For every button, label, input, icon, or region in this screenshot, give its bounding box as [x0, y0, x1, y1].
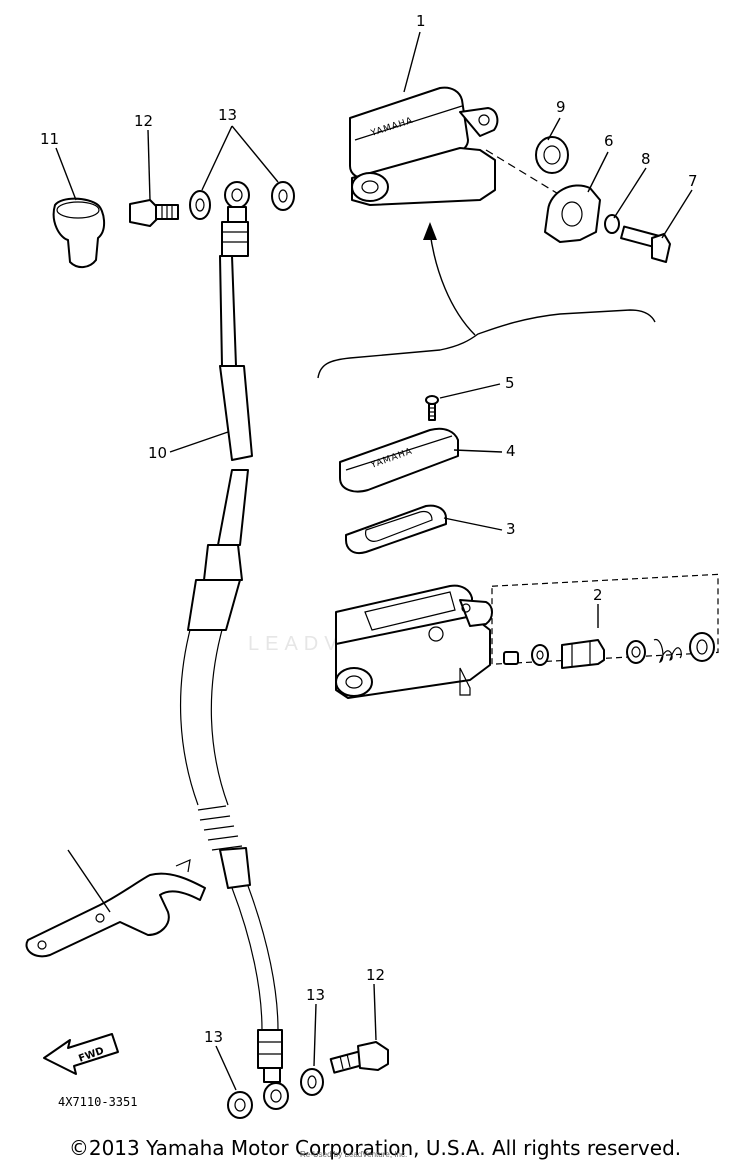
part-10-brake-hose — [179, 181, 289, 1110]
diagram-code: 4X7110-3351 — [58, 1095, 137, 1109]
label-1: 1 — [416, 12, 426, 30]
part-12-bolt-top — [129, 199, 179, 227]
label-9: 9 — [556, 98, 566, 116]
assembly-arrow — [317, 222, 656, 379]
part-2-piston-kit — [491, 573, 719, 669]
part-3-diaphragm — [345, 504, 447, 554]
credit-watermark: Re-Used by LeadVenture, Inc. — [300, 1150, 408, 1159]
label-10: 10 — [148, 444, 167, 462]
part-6-holder — [544, 184, 601, 243]
part-4-cap: YAMAHA — [339, 427, 459, 493]
part-13-washer-top-right — [271, 181, 295, 211]
label-13-bottom-left: 13 — [204, 1028, 223, 1046]
label-6: 6 — [604, 132, 614, 150]
label-12-top: 12 — [134, 112, 153, 130]
part-5-screw — [425, 395, 439, 421]
part-13-washer-bottom-mid — [300, 1068, 324, 1096]
callouts: 1 9 6 8 7 11 12 13 10 5 4 3 2 12 13 — [40, 12, 698, 1091]
part-12-bolt-bottom — [329, 1041, 389, 1074]
label-13-bottom-mid: 13 — [306, 986, 325, 1004]
label-2: 2 — [593, 586, 603, 604]
part-8-washer — [604, 214, 620, 234]
master-cylinder-body — [335, 584, 493, 699]
label-11: 11 — [40, 130, 59, 148]
part-13-washer-top-left — [189, 190, 211, 220]
part-1-master-cylinder: YAMAHA — [349, 86, 499, 206]
label-5: 5 — [505, 374, 515, 392]
forward-arrow: FWD — [43, 1033, 119, 1075]
part-14-bracket — [25, 859, 206, 958]
part-9-seal — [535, 136, 569, 174]
alignment-line — [485, 149, 561, 196]
label-4: 4 — [506, 442, 516, 460]
part-11-boot — [52, 197, 105, 268]
label-13-top: 13 — [218, 106, 237, 124]
label-8: 8 — [641, 150, 651, 168]
copyright-notice: ©2013 Yamaha Motor Corporation, U.S.A. A… — [68, 1136, 682, 1160]
label-3: 3 — [506, 520, 516, 538]
label-12-bottom: 12 — [366, 966, 385, 984]
label-7: 7 — [688, 172, 698, 190]
part-7-bolt — [620, 225, 671, 263]
part-13-washer-bottom-left — [227, 1091, 253, 1119]
